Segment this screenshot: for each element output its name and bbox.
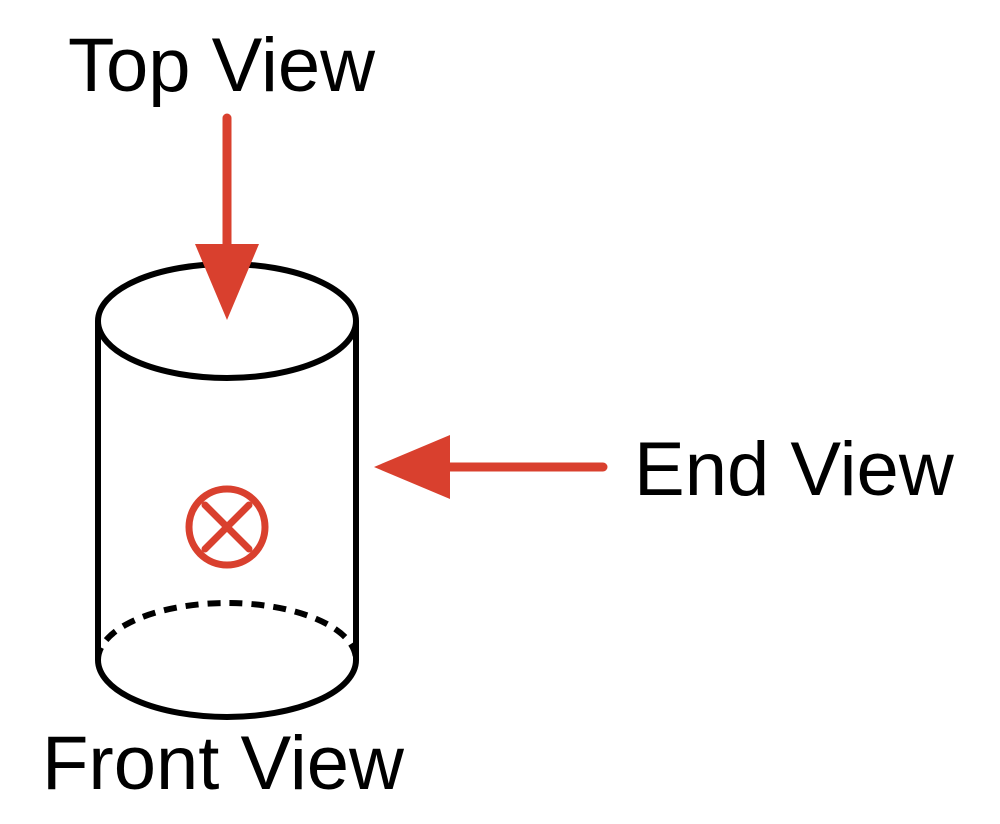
- circled-x-icon: [185, 485, 269, 569]
- end-view-arrow: [374, 435, 608, 499]
- cylinder-bottom-front-arc: [95, 659, 359, 720]
- top-view-label: Top View: [68, 23, 376, 108]
- front-view-label: Front View: [42, 721, 404, 806]
- end-view-label: End View: [634, 427, 954, 512]
- cylinder-bottom-hidden-arc: [95, 600, 359, 661]
- top-view-arrow: [195, 113, 259, 320]
